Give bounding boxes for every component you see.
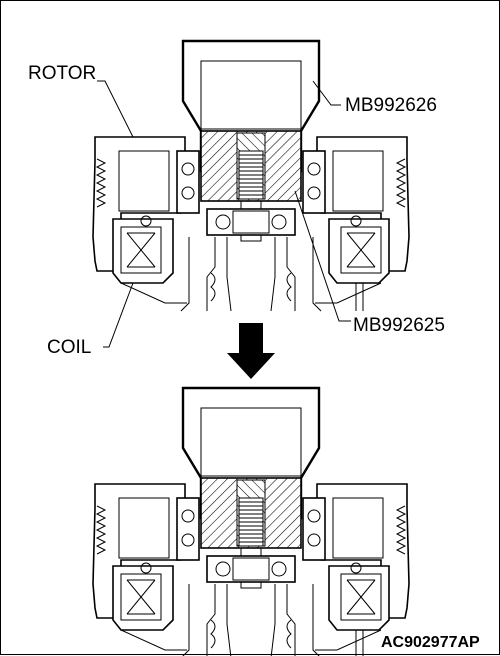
arrow-down-icon (227, 323, 275, 379)
tool-lower-leader (294, 190, 351, 322)
coil-label: COIL (47, 337, 91, 358)
assembly-before (91, 39, 411, 313)
tool-upper-label: MB992626 (345, 95, 437, 116)
assembly-after (91, 386, 411, 656)
rotor-label: ROTOR (28, 63, 96, 84)
coil-leader (103, 282, 134, 348)
tool-upper-leader (312, 80, 341, 106)
rotor-leader (97, 80, 134, 138)
tool-lower-label: MB992625 (353, 315, 445, 336)
figure-code: AC902977AP (381, 634, 480, 651)
